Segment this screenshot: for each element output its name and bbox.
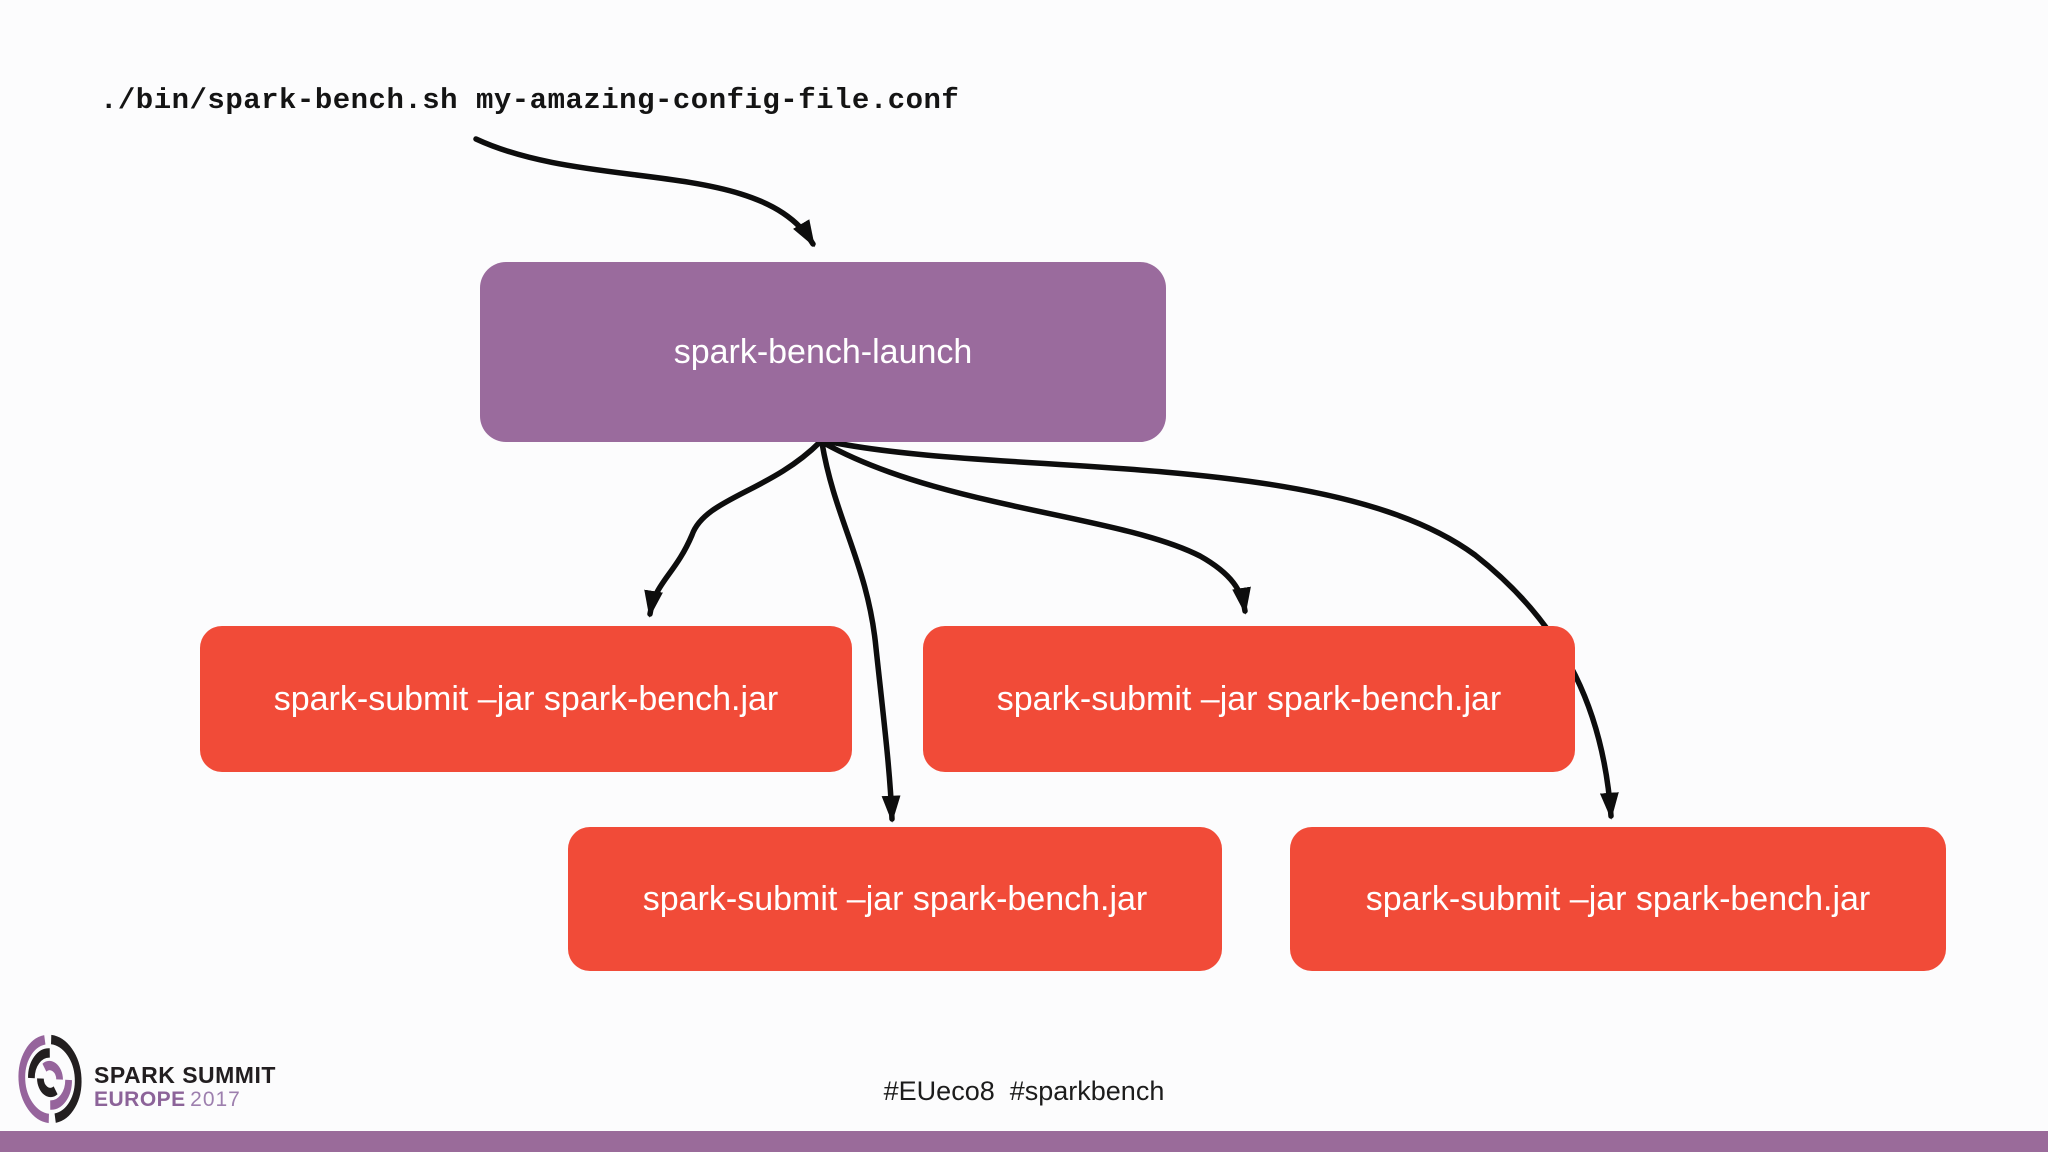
logo-year: 2017 (190, 1088, 241, 1111)
spark-summit-logo: SPARK SUMMIT EUROPE 2017 (18, 1034, 276, 1124)
arrow-launch-to-worker-1 (644, 439, 823, 618)
spark-summit-logo-text: SPARK SUMMIT EUROPE 2017 (94, 1062, 276, 1114)
arrow-launch-to-worker-2 (821, 440, 1251, 615)
node-label: spark-submit –jar spark-bench.jar (996, 679, 1502, 718)
node-label: spark-bench-launch (673, 332, 973, 371)
arrow-config-to-launch (473, 136, 816, 248)
logo-title: SPARK SUMMIT (94, 1062, 276, 1088)
node-label: spark-submit –jar spark-bench.jar (273, 679, 779, 718)
node-spark-submit-1: spark-submit –jar spark-bench.jar (200, 626, 852, 772)
node-spark-submit-3: spark-submit –jar spark-bench.jar (568, 827, 1222, 971)
node-label: spark-submit –jar spark-bench.jar (1365, 879, 1871, 918)
node-spark-bench-launch: spark-bench-launch (480, 262, 1166, 442)
command-text: ./bin/spark-bench.sh my-amazing-config-f… (100, 84, 960, 117)
footer-bar (0, 1131, 2048, 1152)
node-label: spark-submit –jar spark-bench.jar (642, 879, 1148, 918)
logo-region: EUROPE (94, 1088, 186, 1111)
node-spark-submit-4: spark-submit –jar spark-bench.jar (1290, 827, 1946, 971)
spark-summit-logo-icon (18, 1034, 82, 1124)
node-spark-submit-2: spark-submit –jar spark-bench.jar (923, 626, 1575, 772)
hashtags-text: #EUeco8 #sparkbench (883, 1076, 1165, 1106)
